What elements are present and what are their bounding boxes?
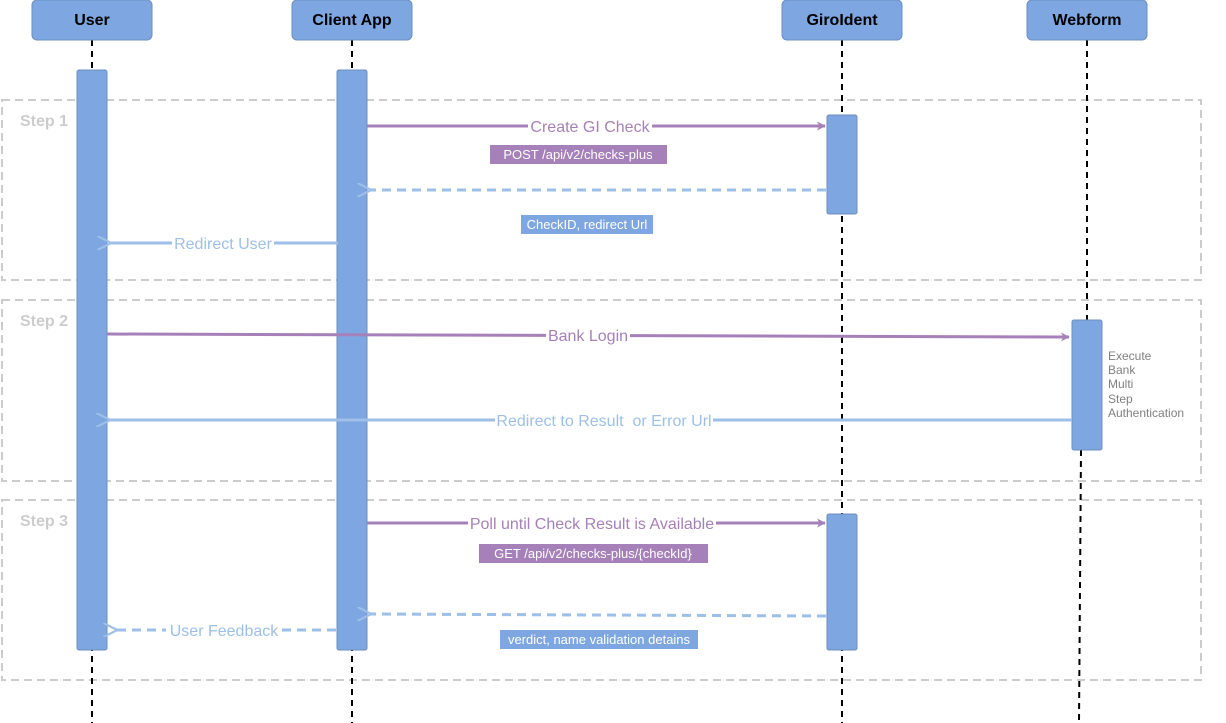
note-line: Execute bbox=[1108, 349, 1152, 363]
participant-label: User bbox=[74, 12, 110, 29]
step-label-2: Step 2 bbox=[20, 313, 68, 330]
tag-bg-checkid-response bbox=[521, 215, 653, 234]
participant-label: Client App bbox=[312, 12, 392, 29]
message-label-bg bbox=[468, 513, 716, 533]
participant-box bbox=[781, 0, 903, 41]
message-label-redirect-user: Redirect User bbox=[174, 236, 272, 253]
activation-bars bbox=[76, 69, 1103, 651]
message-label-bank-login: Bank Login bbox=[548, 328, 628, 345]
note-line: Authentication bbox=[1108, 406, 1184, 420]
note-line: Bank bbox=[1108, 363, 1136, 377]
participant-box bbox=[31, 0, 153, 41]
step-frame-1 bbox=[1, 99, 1202, 281]
step-label-3: Step 3 bbox=[20, 513, 68, 530]
message-label-bg bbox=[172, 233, 274, 253]
activation-giroident-2[interactable] bbox=[826, 513, 858, 651]
message-label-create-gi-check: Create GI Check bbox=[530, 119, 650, 136]
participant-label: Webform bbox=[1052, 12, 1121, 29]
tag-checkid-response: CheckID, redirect Url bbox=[527, 217, 648, 232]
lifeline-webform-lower bbox=[1078, 449, 1082, 723]
tag-bg-post-checks bbox=[490, 145, 667, 164]
participant-webform[interactable]: Webform bbox=[1026, 0, 1148, 41]
tag-get-check: GET /api/v2/checks-plus/{checkId} bbox=[494, 546, 692, 561]
step-frames: Step 1 Step 2 Step 3 bbox=[1, 99, 1202, 681]
activation-client-app[interactable] bbox=[336, 69, 368, 651]
tag-post-checks: POST /api/v2/checks-plus bbox=[503, 147, 653, 162]
message-label-bg bbox=[166, 620, 282, 640]
tag-bg-get-check bbox=[479, 544, 708, 563]
participant-label: GiroIdent bbox=[806, 12, 878, 29]
participant-user[interactable]: User bbox=[31, 0, 153, 41]
participant-box bbox=[291, 0, 413, 41]
messages: Create GI Check Redirect User Bank Login… bbox=[107, 116, 1072, 640]
activation-giroident-1[interactable] bbox=[826, 114, 858, 215]
message-label-user-feedback: User Feedback bbox=[170, 623, 279, 640]
message-label-bg bbox=[528, 116, 652, 136]
activation-webform[interactable] bbox=[1071, 319, 1103, 451]
payload-tags: POST /api/v2/checks-plus CheckID, redire… bbox=[479, 145, 708, 649]
activation-user[interactable] bbox=[76, 69, 108, 651]
tag-bg-verdict-response bbox=[500, 630, 698, 649]
message-label-bg bbox=[495, 410, 713, 430]
note-line: Step bbox=[1108, 392, 1133, 406]
step-frame-3 bbox=[1, 499, 1202, 681]
step-frame-2 bbox=[1, 299, 1202, 482]
participant-client-app[interactable]: Client App bbox=[291, 0, 413, 41]
message-label-redirect-result: Redirect to Result or Error Url bbox=[496, 413, 711, 430]
message-arrow-poll-response[interactable] bbox=[370, 614, 827, 616]
tag-verdict-response: verdict, name validation detains bbox=[508, 632, 691, 647]
webform-note: Execute Bank Multi Step Authentication bbox=[1108, 349, 1184, 420]
step-label-1: Step 1 bbox=[20, 113, 68, 130]
message-label-bg bbox=[546, 326, 630, 346]
participant-giroident[interactable]: GiroIdent bbox=[781, 0, 903, 41]
note-line: Multi bbox=[1108, 377, 1133, 391]
participant-box bbox=[1026, 0, 1148, 41]
message-label-poll: Poll until Check Result is Available bbox=[470, 516, 714, 533]
participants: User Client App GiroIdent Webform bbox=[31, 0, 1148, 41]
